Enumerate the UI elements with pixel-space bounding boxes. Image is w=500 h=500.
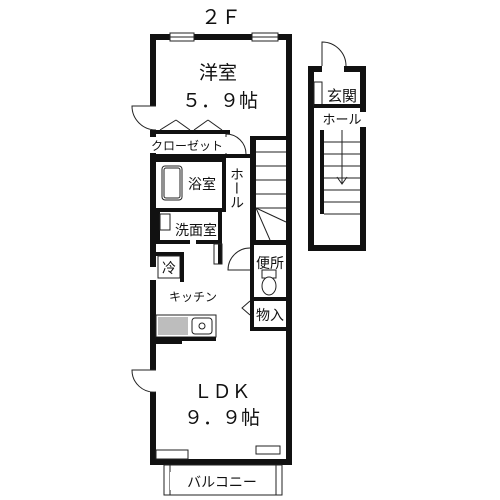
storage-label: 物入: [256, 308, 284, 324]
main-staircase: [250, 136, 292, 245]
top-windows: [169, 32, 279, 42]
ldk-size: ９．９帖: [184, 407, 260, 429]
hall-main-label: ホール: [228, 167, 244, 209]
western-room-size: ５．９帖: [182, 90, 258, 112]
bathroom-walls: [156, 158, 226, 212]
entrance-staircase: [320, 130, 360, 215]
closet-label: クローゼット: [151, 139, 223, 153]
kitchen-counter: [155, 314, 217, 344]
entrance-unit-walls: [308, 41, 366, 251]
ldk-side-door: [131, 369, 157, 393]
fridge-box: [156, 252, 184, 282]
toilet-room: [227, 245, 290, 301]
fridge-label: 冷: [162, 261, 176, 277]
bathroom-label: 浴室: [188, 176, 216, 193]
western-room-side-door: [131, 105, 157, 131]
entrance-hall-label-bg: [318, 112, 366, 127]
entrance-hall-label: ホール: [322, 113, 361, 128]
washroom-label: 洗面室: [175, 222, 217, 239]
washroom-walls: [156, 212, 223, 265]
floor-label: ２Ｆ: [201, 5, 241, 29]
toilet-label: 便所: [256, 256, 284, 272]
storage-room: [241, 300, 290, 331]
kitchen-label: キッチン: [169, 290, 217, 304]
western-room-name: 洋室: [199, 62, 237, 84]
ldk-name: ＬＤＫ: [193, 381, 250, 403]
balcony-label: バルコニー: [187, 475, 257, 491]
closet-label-bg: [140, 137, 232, 153]
entrance-label: 玄関: [327, 87, 357, 105]
balcony-label-bg: [170, 472, 274, 490]
